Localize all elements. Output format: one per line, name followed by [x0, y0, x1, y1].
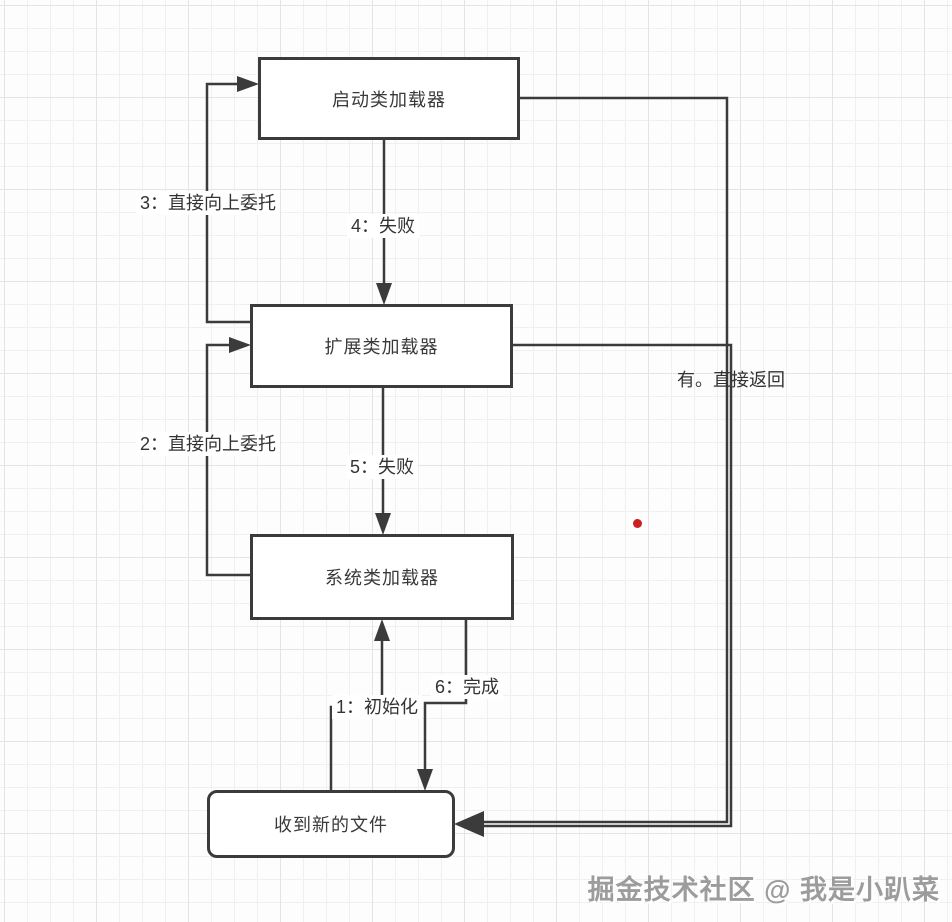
edge-delegate-2-line [205, 343, 250, 577]
node-received-new-file: 收到新的文件 [207, 790, 455, 858]
watermark: 掘金技术社区 @ 我是小趴菜 [587, 875, 940, 905]
arrowhead-initialize-1 [374, 619, 390, 641]
arrowhead-complete-6 [417, 769, 433, 791]
edge-label-fail-5: 5：失败 [345, 455, 419, 479]
edge-label-complete-6: 6：完成 [430, 675, 504, 699]
arrowhead-fail-4 [376, 283, 392, 305]
arrowhead-delegate-3 [237, 76, 259, 92]
edge-label-delegate-up-3: 3：直接向上委托 [135, 191, 281, 215]
edge-return-from-bootstrap-line [483, 96, 729, 824]
node-bootstrap-classloader: 启动类加载器 [258, 57, 520, 140]
edge-label-delegate-up-2: 2：直接向上委托 [135, 432, 281, 456]
node-system-label: 系统类加载器 [325, 568, 439, 588]
node-extension-label: 扩展类加载器 [324, 337, 439, 357]
arrowhead-delegate-2 [229, 337, 251, 353]
arrowhead-direct-return [454, 811, 484, 837]
red-dot [633, 519, 642, 528]
node-extension-classloader: 扩展类加载器 [250, 304, 513, 388]
edge-label-fail-4: 4：失败 [346, 214, 420, 238]
node-system-classloader: 系统类加载器 [250, 534, 514, 620]
arrowhead-fail-5 [375, 513, 391, 535]
node-file-label: 收到新的文件 [274, 815, 388, 835]
node-bootstrap-label: 启动类加载器 [332, 89, 446, 110]
edge-label-initialize-1: 1：初始化 [331, 695, 423, 719]
edge-label-direct-return: 有。直接返回 [677, 370, 785, 390]
edge-return-from-extension-line [483, 343, 733, 828]
